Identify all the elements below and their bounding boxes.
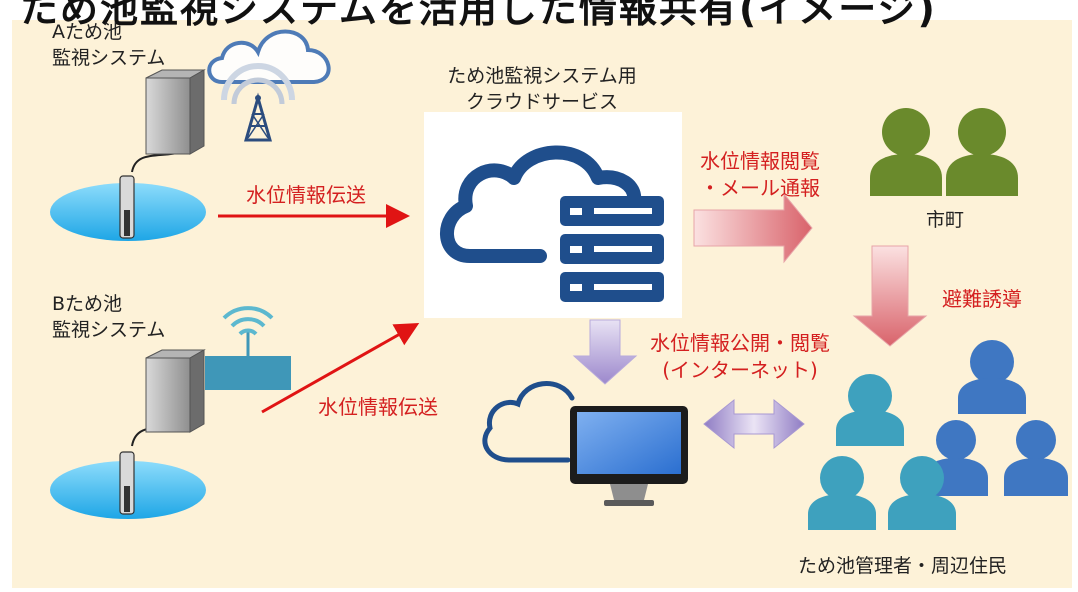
internet-cloud-icon (482, 381, 575, 463)
cloud-service-label: ため池監視システム用 クラウドサービス (412, 64, 672, 115)
cloud-service-line1: ため池監視システム用 (447, 65, 637, 87)
publish-arrow (572, 319, 638, 385)
server-box-b-icon (145, 349, 206, 433)
transmit-arrow-b (261, 323, 420, 414)
person-icon-resident-t3 (888, 456, 956, 530)
water-sensor-a-icon (119, 151, 183, 239)
person-icon-municipality-1 (870, 108, 942, 196)
publish-line1: 水位情報公開・閲覧 (650, 331, 830, 355)
diagram-title: ため池監視システムを活用した情報共有(イメージ) (20, 0, 937, 31)
cloud-server-icon (440, 145, 664, 302)
system-a-line2: 監視システム (52, 46, 166, 69)
person-icon-municipality-2 (946, 108, 1018, 196)
system-a-label: Aため池 監視システム (52, 20, 165, 71)
evacuation-arrow (852, 245, 928, 347)
computer-monitor-icon (570, 406, 688, 506)
cloud-icon (207, 29, 331, 84)
radio-tower-icon (221, 63, 295, 142)
municipality-label: 市町 (926, 209, 965, 231)
view-mail-line1: 水位情報閲覧 (700, 149, 820, 173)
system-b-line2: 監視システム (52, 318, 166, 341)
publish-label: 水位情報公開・閲覧 (インターネット) (630, 330, 850, 384)
residents-label: ため池管理者・周辺住民 (798, 555, 1008, 577)
system-a-line1: Aため池 (52, 21, 122, 43)
transmit-label-a: 水位情報伝送 (246, 183, 366, 207)
system-b-label: Bため池 監視システム (52, 292, 165, 343)
view-mail-label: 水位情報閲覧 ・メール通報 (700, 148, 820, 202)
notify-arrow (693, 192, 813, 264)
publish-line2: (インターネット) (662, 358, 818, 382)
server-box-a-icon (145, 69, 206, 155)
person-icon-resident-b3 (1004, 420, 1068, 496)
view-mail-line2: ・メール通報 (700, 176, 820, 200)
evacuation-label: 避難誘導 (942, 287, 1022, 311)
person-icon-resident-t2 (808, 456, 876, 530)
system-b-line1: Bため池 (52, 293, 123, 315)
person-icon-resident-b1 (958, 340, 1026, 414)
transmit-label-b: 水位情報伝送 (318, 395, 438, 419)
cloud-service-line2: クラウドサービス (465, 90, 618, 113)
wifi-router-icon (205, 306, 291, 390)
person-icon-resident-t1 (836, 374, 904, 446)
internet-access-arrow (703, 398, 805, 450)
